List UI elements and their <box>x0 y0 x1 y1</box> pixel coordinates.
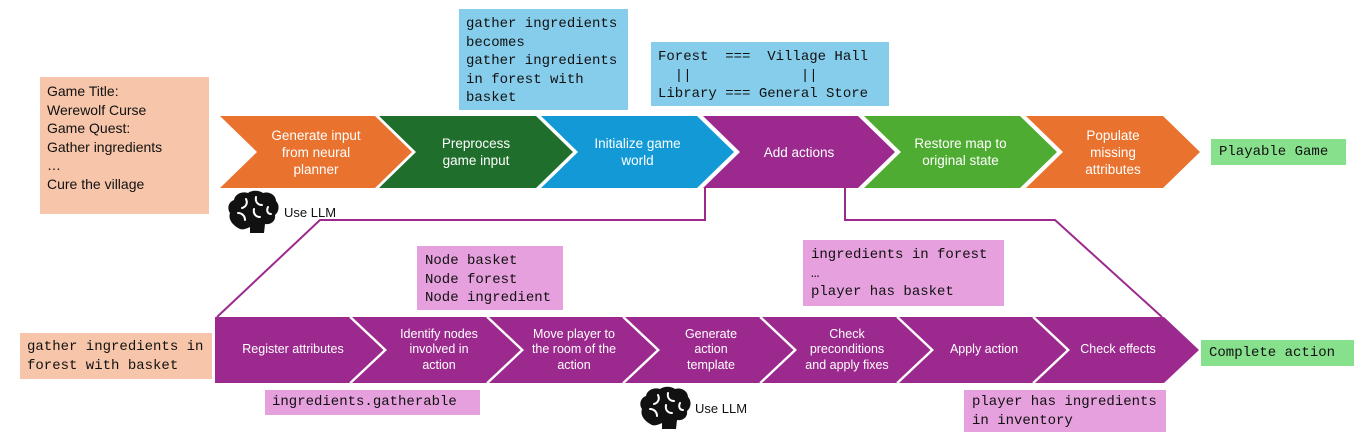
game-input-box: Game Title: Werewolf Curse Game Quest: G… <box>40 77 209 214</box>
chevron-populate-attributes <box>1026 116 1200 188</box>
note-line: gather ingredients <box>466 53 618 69</box>
step-populate-attributes: Populate missing attributes <box>1063 116 1163 188</box>
chevron-move-player <box>489 317 658 383</box>
step-label: game input <box>442 153 510 168</box>
step-label: Apply action <box>949 342 1019 357</box>
step-label: preconditions <box>809 342 885 357</box>
step-label: involved in <box>409 342 469 357</box>
chevron-generate-template <box>625 317 795 383</box>
step-preprocess: Preprocess game input <box>416 116 536 188</box>
bottom-chevron-separators <box>349 316 1070 384</box>
step-label: action <box>557 357 591 372</box>
step-add-actions: Add actions <box>740 116 858 188</box>
precondition-line: ingredients in forest <box>811 247 988 263</box>
chevron-restore-map <box>864 116 1057 188</box>
brain-icon <box>228 190 279 233</box>
input-line: Gather ingredients <box>47 138 163 155</box>
map-line: || || <box>658 67 818 84</box>
input-line: Game Title: <box>47 83 119 99</box>
step-label: the room of the <box>531 342 617 357</box>
chevron-check-effects <box>1035 317 1199 383</box>
step-label: action <box>422 357 456 372</box>
precondition-note: ingredients in forest … player has baske… <box>803 240 1004 306</box>
step-check-effects: Check effects <box>1064 317 1172 383</box>
input-line: … <box>47 157 61 173</box>
effect-line: player has ingredients <box>972 394 1157 410</box>
note-line: gather ingredients <box>466 16 618 32</box>
precondition-line: player has basket <box>811 284 954 300</box>
attribute-note: ingredients.gatherable <box>265 390 480 415</box>
action-input-line: gather ingredients in <box>27 339 204 355</box>
attribute-line: ingredients.gatherable <box>272 394 457 410</box>
step-label: Generate <box>684 326 738 341</box>
step-label: Move player to <box>533 326 615 341</box>
chevron-preprocess <box>379 116 573 188</box>
brain-icon <box>640 386 691 429</box>
precondition-line: … <box>811 265 820 282</box>
step-move-player: Move player to the room of the action <box>518 317 630 383</box>
step-label: Add actions <box>763 144 835 160</box>
step-initialize-world: Initialize game world <box>578 116 697 188</box>
step-label: Identify nodes <box>400 326 478 341</box>
use-llm-label-bottom: Use LLM <box>695 401 748 416</box>
chevron-identify-nodes <box>352 317 522 383</box>
step-label: world <box>621 153 654 168</box>
step-generate-input: Generate input from neural planner <box>257 116 375 188</box>
chevron-apply-action <box>899 317 1068 383</box>
note-line: basket <box>466 90 517 106</box>
step-generate-template: Generate action template <box>656 317 766 383</box>
chevron-initialize-world <box>541 116 734 188</box>
step-label: Check effects <box>1080 342 1156 357</box>
effect-note: player has ingredients in inventory <box>964 390 1166 432</box>
action-input-box: gather ingredients in forest with basket <box>20 333 212 379</box>
complete-action-output: Complete action <box>1201 340 1354 366</box>
action-input-line: forest with basket <box>27 357 179 374</box>
step-label: from neural <box>281 144 351 160</box>
step-label: action <box>694 342 728 357</box>
output-label: Playable Game <box>1219 144 1329 160</box>
map-line: Library === General Store <box>658 86 869 102</box>
step-label: Populate <box>1086 127 1140 143</box>
step-label: Restore map to <box>914 136 1007 151</box>
node-note: Node basket Node forest Node ingredient <box>417 246 563 310</box>
input-line: Game Quest: <box>47 120 131 136</box>
step-label: template <box>687 357 735 372</box>
output-label: Complete action <box>1209 345 1336 361</box>
step-check-preconditions: Check preconditions and apply fixes <box>792 317 902 383</box>
chevron-add-actions <box>703 116 895 188</box>
step-identify-nodes: Identify nodes involved in action <box>383 317 495 383</box>
step-label: Preprocess <box>441 136 511 151</box>
map-line: Forest === Village Hall <box>658 49 869 65</box>
preprocess-note: gather ingredients becomes gather ingred… <box>459 9 628 110</box>
step-label: missing <box>1090 144 1136 160</box>
note-line: becomes <box>466 34 525 51</box>
node-line: Node basket <box>425 253 518 269</box>
step-label: Generate input <box>271 127 361 143</box>
effect-line: in inventory <box>972 412 1073 429</box>
step-label: attributes <box>1085 161 1141 177</box>
step-label: Check <box>829 326 865 341</box>
step-apply-action: Apply action <box>929 317 1039 383</box>
zoom-connector <box>216 188 1163 318</box>
map-note: Forest === Village Hall || || Library ==… <box>651 42 889 106</box>
playable-game-output: Playable Game <box>1211 139 1346 165</box>
step-restore-map: Restore map to original state <box>901 116 1020 188</box>
use-llm-label-top: Use LLM <box>284 205 337 220</box>
note-line: in forest with <box>466 71 584 88</box>
input-line: Werewolf Curse <box>47 101 147 118</box>
step-label: original state <box>922 153 999 168</box>
step-label: Register attributes <box>242 342 344 357</box>
chevron-generate-input <box>220 116 412 188</box>
node-line: Node forest <box>425 271 518 288</box>
chevron-check-preconditions <box>762 317 932 383</box>
chevron-register-attributes <box>215 317 385 383</box>
step-label: planner <box>293 161 339 177</box>
input-line: Cure the village <box>47 175 145 192</box>
step-register-attributes: Register attributes <box>218 317 368 383</box>
node-line: Node ingredient <box>425 290 552 306</box>
step-label: and apply fixes <box>805 357 889 372</box>
step-label: Initialize game <box>594 136 681 151</box>
